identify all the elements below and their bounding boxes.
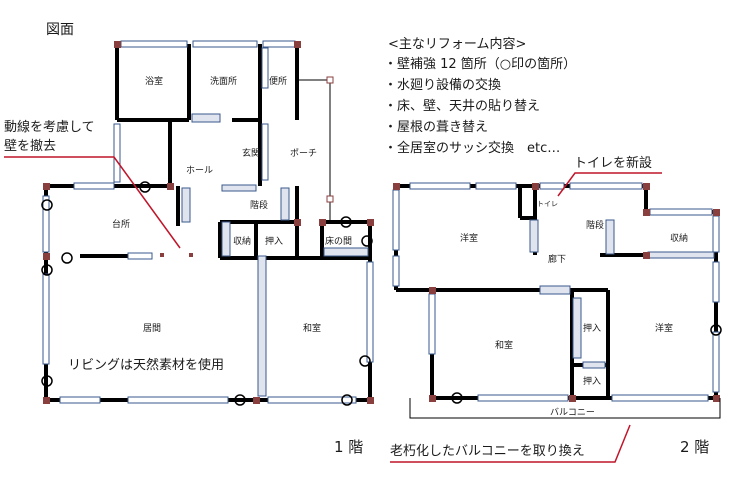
note-new-toilet: トイレを新設 xyxy=(574,155,652,171)
floor2-partitions xyxy=(529,219,715,369)
reform-list: <主なリフォーム内容> ・壁補強 12 箇所（○印の箇所） ・水廻り設備の交換 … xyxy=(384,36,576,156)
room-label: バルコニー xyxy=(550,407,595,418)
floor1-partitions xyxy=(181,113,369,397)
porch-post xyxy=(326,76,334,84)
callout-line xyxy=(557,172,662,197)
room-label: 階段 xyxy=(586,219,604,231)
floor-label: 2 階 xyxy=(680,438,709,456)
room-label: 廊下 xyxy=(548,253,566,265)
floor2-columns xyxy=(393,183,720,402)
room-label: 押入 xyxy=(583,375,601,387)
note-balcony: 老朽化したバルコニーを取り換え xyxy=(390,444,585,459)
reform-item: ・壁補強 12 箇所（○印の箇所） xyxy=(384,56,576,72)
room-label: 和室 xyxy=(303,322,321,334)
floor1-windows xyxy=(42,40,374,404)
room-label: 押入 xyxy=(265,235,283,247)
floor-label: 1 階 xyxy=(334,438,363,456)
room-label: 洋室 xyxy=(460,232,478,244)
reform-item: ・屋根の葺き替え xyxy=(384,120,488,135)
room-label: 台所 xyxy=(112,218,130,230)
room-label: 収納 xyxy=(233,235,251,247)
room-label: 浴室 xyxy=(145,75,163,87)
room-label: 洋室 xyxy=(655,322,673,334)
room-label: 洗面所 xyxy=(210,75,237,87)
callout-line xyxy=(4,156,181,249)
room-label: トイレ xyxy=(537,200,558,208)
reform-item: ・床、壁、天井の貼り替え xyxy=(384,99,540,114)
floor1-plan: 浴室 洗面所 便所 ホール 玄関 ポーチ 台所 階段 収納 押入 床の間 居間 … xyxy=(4,40,374,456)
reform-item: ・全居室のサッシ交換 etc… xyxy=(384,140,560,156)
room-label: ホール xyxy=(186,165,213,176)
drawing-title: 図面 xyxy=(46,22,74,38)
room-label: 階段 xyxy=(250,199,268,211)
note-living-material: リビングは天然素材を使用 xyxy=(68,357,224,373)
porch-post xyxy=(326,195,334,203)
room-label: 居間 xyxy=(143,323,161,334)
reform-item: ・水廻り設備の交換 xyxy=(384,77,501,93)
reform-heading: <主なリフォーム内容> xyxy=(388,36,526,52)
note-wall-removed: 動線を考慮して xyxy=(4,119,95,135)
reinforce-circles xyxy=(451,324,722,404)
room-label: 和室 xyxy=(495,339,513,351)
room-label: 床の間 xyxy=(325,235,352,247)
removed-wall-marks xyxy=(160,253,193,257)
floor2-plan: 洋室 トイレ 階段 廊下 収納 和室 押入 押入 洋室 バルコニー トイレを新設… xyxy=(390,155,722,463)
room-label: 玄関 xyxy=(242,147,260,159)
room-label: 収納 xyxy=(670,232,688,244)
note-wall-removed: 壁を撤去 xyxy=(4,138,56,154)
callout-line xyxy=(390,424,631,463)
room-label: 押入 xyxy=(583,322,601,334)
reinforce-circles xyxy=(41,181,373,406)
room-label: ポーチ xyxy=(290,148,317,159)
floor1-columns xyxy=(43,41,374,404)
room-label: 便所 xyxy=(269,75,287,87)
balcony-outline xyxy=(409,398,721,419)
